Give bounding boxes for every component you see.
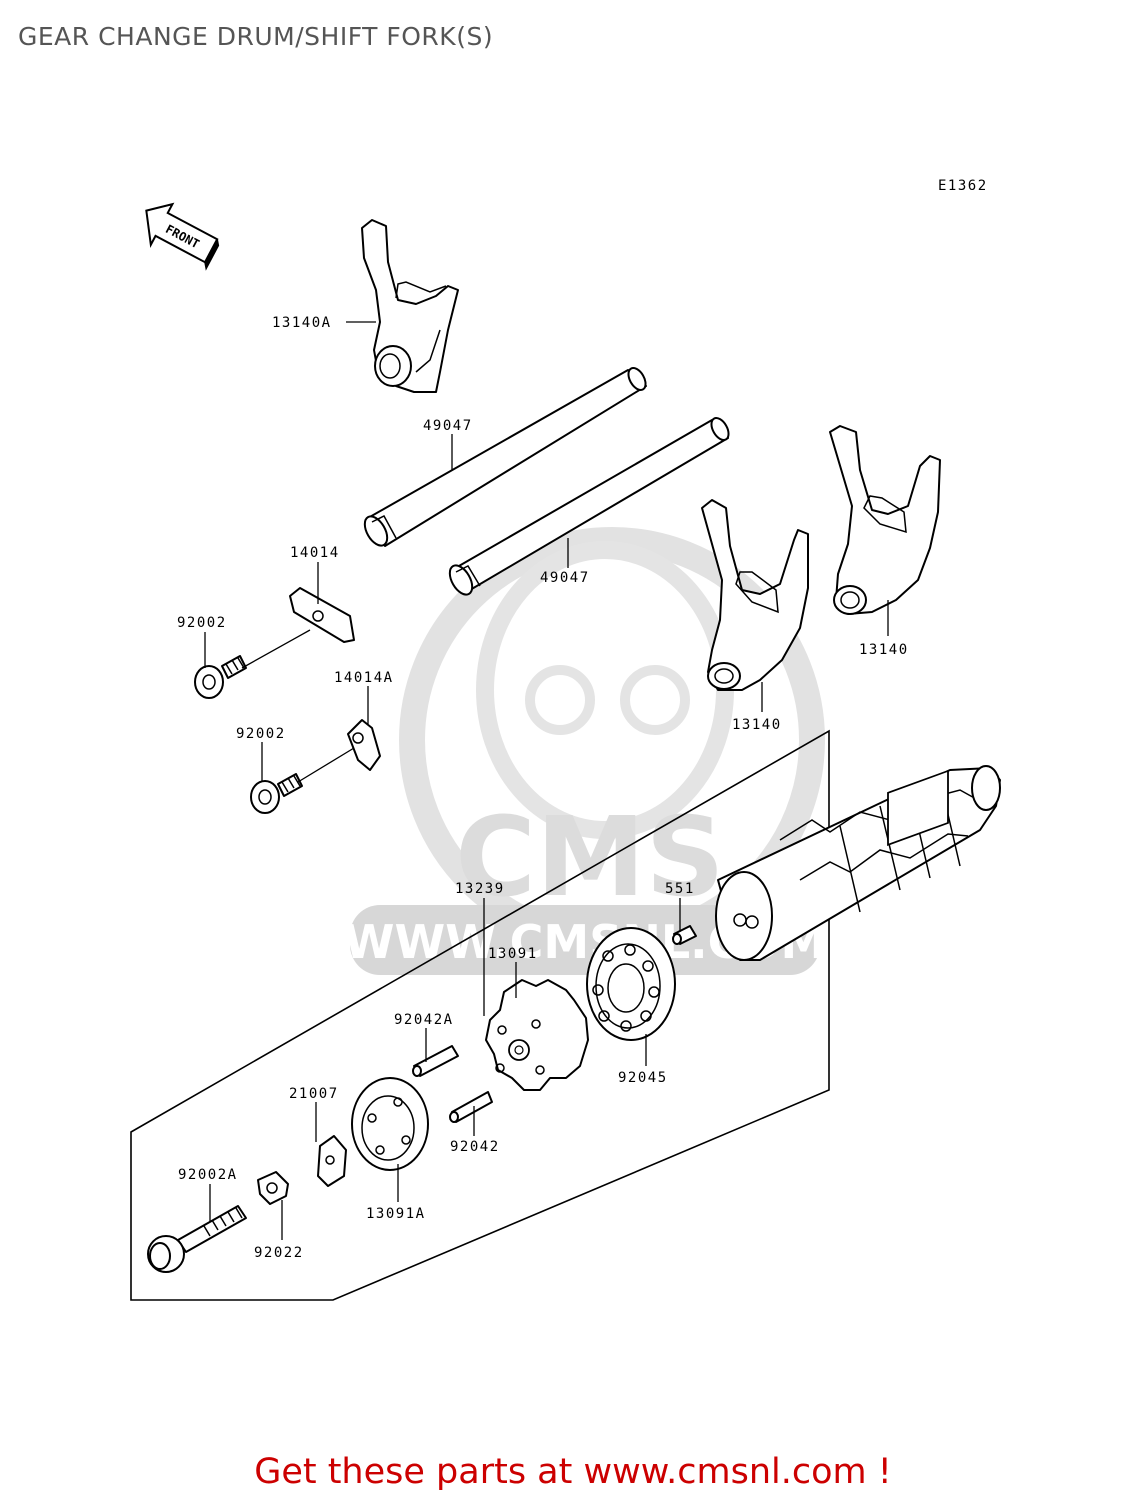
pin-plate-13091A: [352, 1078, 428, 1170]
label-92022: 92022: [254, 1245, 304, 1261]
bolt-92002-lower: [251, 774, 302, 813]
shift-drum-13239: [716, 766, 1000, 960]
bolt-92002-upper: [195, 656, 246, 698]
label-92002-upper: 92002: [177, 615, 227, 631]
shift-rod-49047-upper: [360, 365, 649, 549]
label-13091A: 13091A: [366, 1206, 426, 1222]
shop-link-banner[interactable]: Get these parts at www.cmsnl.com !: [0, 1452, 1146, 1492]
shift-fork-13140A: [362, 220, 458, 392]
front-arrow-icon: FRONT: [133, 195, 225, 273]
shift-fork-13140-right: [830, 426, 940, 614]
label-49047-upper: 49047: [423, 418, 473, 434]
label-14014A: 14014A: [334, 670, 394, 686]
label-21007: 21007: [289, 1086, 339, 1102]
label-13091: 13091: [488, 946, 538, 962]
diagram-code: E1362: [938, 178, 988, 194]
label-92045: 92045: [618, 1070, 668, 1086]
plate-14014: [290, 588, 354, 642]
plate-14014A: [348, 720, 380, 770]
label-13140-left: 13140: [732, 717, 782, 733]
exploded-parts-diagram: WWW.CMSNL.COM CMS E1362 FRONT: [0, 0, 1146, 1440]
label-92002-lower: 92002: [236, 726, 286, 742]
watermark-logo: CMS: [455, 793, 724, 921]
label-551: 551: [665, 881, 695, 897]
bearing-92045: [587, 928, 675, 1040]
label-92042A: 92042A: [394, 1012, 454, 1028]
label-92002A: 92002A: [178, 1167, 238, 1183]
label-13140-right: 13140: [859, 642, 909, 658]
bolt-92002A: [148, 1206, 246, 1272]
label-13239: 13239: [455, 881, 505, 897]
cam-13091: [486, 980, 588, 1090]
leader-lines: [205, 322, 888, 1240]
label-92042: 92042: [450, 1139, 500, 1155]
label-14014: 14014: [290, 545, 340, 561]
stopper-21007: [318, 1136, 346, 1186]
pin-92042: [450, 1092, 492, 1122]
washer-92022: [258, 1172, 288, 1204]
pin-92042A: [413, 1046, 458, 1076]
label-49047-lower: 49047: [540, 570, 590, 586]
label-13140A: 13140A: [272, 315, 332, 331]
